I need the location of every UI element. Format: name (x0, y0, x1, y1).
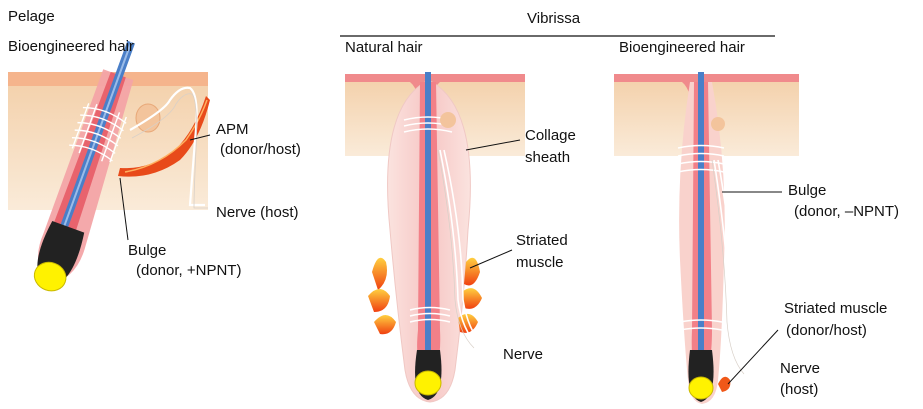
natural-striated-label: Striated (516, 232, 568, 250)
bioengineered-follicle (614, 72, 799, 404)
natural-striated-leader (470, 250, 512, 268)
natural-sheath-label: sheath (525, 149, 570, 167)
vibrissa-title: Vibrissa (527, 10, 580, 28)
pelage-apm-label: APM (216, 121, 249, 139)
bio-hair-shaft (698, 72, 704, 372)
bio-dermal-papilla (689, 377, 713, 399)
natural-collage-label: Collage (525, 127, 576, 145)
pelage-subtitle: Bioengineered hair (8, 38, 134, 56)
pelage-bulge-label: Bulge (128, 242, 166, 260)
pelage-follicle (8, 34, 210, 297)
bio-striated-label: Striated muscle (784, 300, 887, 318)
bio-subtitle: Bioengineered hair (619, 39, 745, 57)
pelage-bulge-detail: (donor, +NPNT) (136, 262, 241, 280)
natural-sebaceous-gland (440, 112, 456, 128)
pelage-apm-detail: (donor/host) (220, 141, 301, 159)
natural-nerve-label: Nerve (503, 346, 543, 364)
bio-striated-detail: (donor/host) (786, 322, 867, 340)
bio-nerve-detail: (host) (780, 381, 818, 399)
bio-sebaceous-gland (711, 117, 725, 131)
natural-muscle-label: muscle (516, 254, 564, 272)
bio-bulge-label: Bulge (788, 182, 826, 200)
natural-dermal-papilla (415, 371, 441, 395)
bio-bulge-detail: (donor, –NPNT) (794, 203, 899, 221)
pelage-nerve-label: Nerve (host) (216, 204, 299, 222)
pelage-title: Pelage (8, 8, 55, 26)
natural-follicle (345, 72, 525, 402)
bio-striated-muscle (718, 377, 730, 392)
bio-nerve-label: Nerve (780, 360, 820, 378)
natural-subtitle: Natural hair (345, 39, 423, 57)
